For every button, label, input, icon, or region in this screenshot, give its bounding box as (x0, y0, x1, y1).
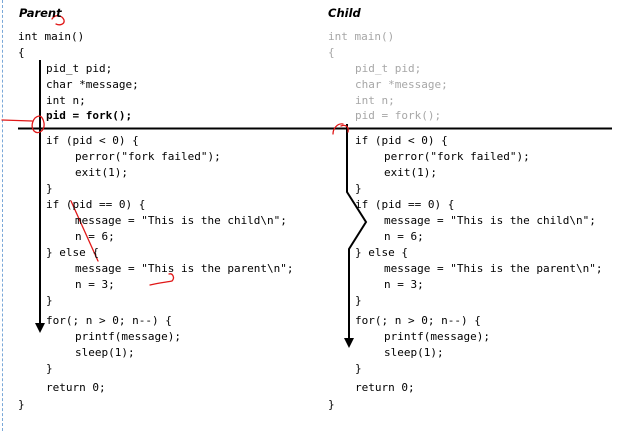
child-code-line: n = 3; (384, 278, 424, 291)
child-code-line: } (355, 362, 362, 375)
child-code-line: exit(1); (384, 166, 437, 179)
parent-code-line: perror("fork failed"); (75, 150, 221, 163)
parent-code-line: int main() (18, 30, 85, 43)
parent-code-line: n = 6; (75, 230, 115, 243)
child-title: Child (328, 6, 361, 20)
parent-title: Parent (19, 6, 62, 20)
child-code-line: message = "This is the parent\n"; (384, 262, 603, 275)
child-code-line: if (pid == 0) { (355, 198, 455, 211)
parent-code-line: if (pid < 0) { (46, 134, 139, 147)
parent-code-line: } (46, 294, 53, 307)
parent-code-line: n = 3; (75, 278, 115, 291)
child-flow-path (344, 124, 368, 348)
child-code-line: message = "This is the child\n"; (384, 214, 596, 227)
child-code-line: pid = fork(); (355, 109, 442, 122)
annotation-fork-circle (31, 115, 45, 134)
annotation-fork-arrow (1, 119, 33, 122)
parent-code-line: sleep(1); (75, 346, 135, 359)
parent-code-line: char *message; (46, 78, 139, 91)
annotation-child-circle (332, 123, 349, 135)
parent-code-line: message = "This is the parent\n"; (75, 262, 294, 275)
parent-code-line: } (18, 398, 25, 411)
red-annotations (1, 15, 349, 286)
child-code-line: if (pid < 0) { (355, 134, 448, 147)
child-code-line: char *message; (355, 78, 448, 91)
parent-code-line: printf(message); (75, 330, 181, 343)
child-code-line: } (328, 398, 335, 411)
parent-code-line: message = "This is the child\n"; (75, 214, 287, 227)
child-code-line: int main() (328, 30, 395, 43)
parent-code-line: if (pid == 0) { (46, 198, 146, 211)
child-code-line: } (355, 182, 362, 195)
parent-code-line: return 0; (46, 381, 106, 394)
parent-code-line: for(; n > 0; n--) { (46, 314, 172, 327)
parent-code-line: } else { (46, 246, 99, 259)
annotation-pid-slash (70, 200, 99, 262)
annotation-title-tick (51, 15, 65, 26)
child-code-line: printf(message); (384, 330, 490, 343)
child-code-line: pid_t pid; (355, 62, 422, 75)
parent-code-line: pid = fork(); (46, 109, 133, 122)
page-edge-dashed-line (2, 0, 3, 431)
child-code-line: int n; (355, 94, 395, 107)
parent-code-line: } (46, 182, 53, 195)
child-code-line: { (328, 46, 335, 59)
child-code-line: for(; n > 0; n--) { (355, 314, 481, 327)
parent-code-line: { (18, 46, 25, 59)
parent-code-line: pid_t pid; (46, 62, 113, 75)
parent-code-line: int n; (46, 94, 86, 107)
annotation-parent-underline (149, 273, 175, 286)
child-code-line: return 0; (355, 381, 415, 394)
child-code-line: } (355, 294, 362, 307)
child-code-line: n = 6; (384, 230, 424, 243)
child-code-line: perror("fork failed"); (384, 150, 530, 163)
parent-code-line: } (46, 362, 53, 375)
parent-code-line: exit(1); (75, 166, 128, 179)
child-code-line: } else { (355, 246, 408, 259)
child-code-line: sleep(1); (384, 346, 444, 359)
